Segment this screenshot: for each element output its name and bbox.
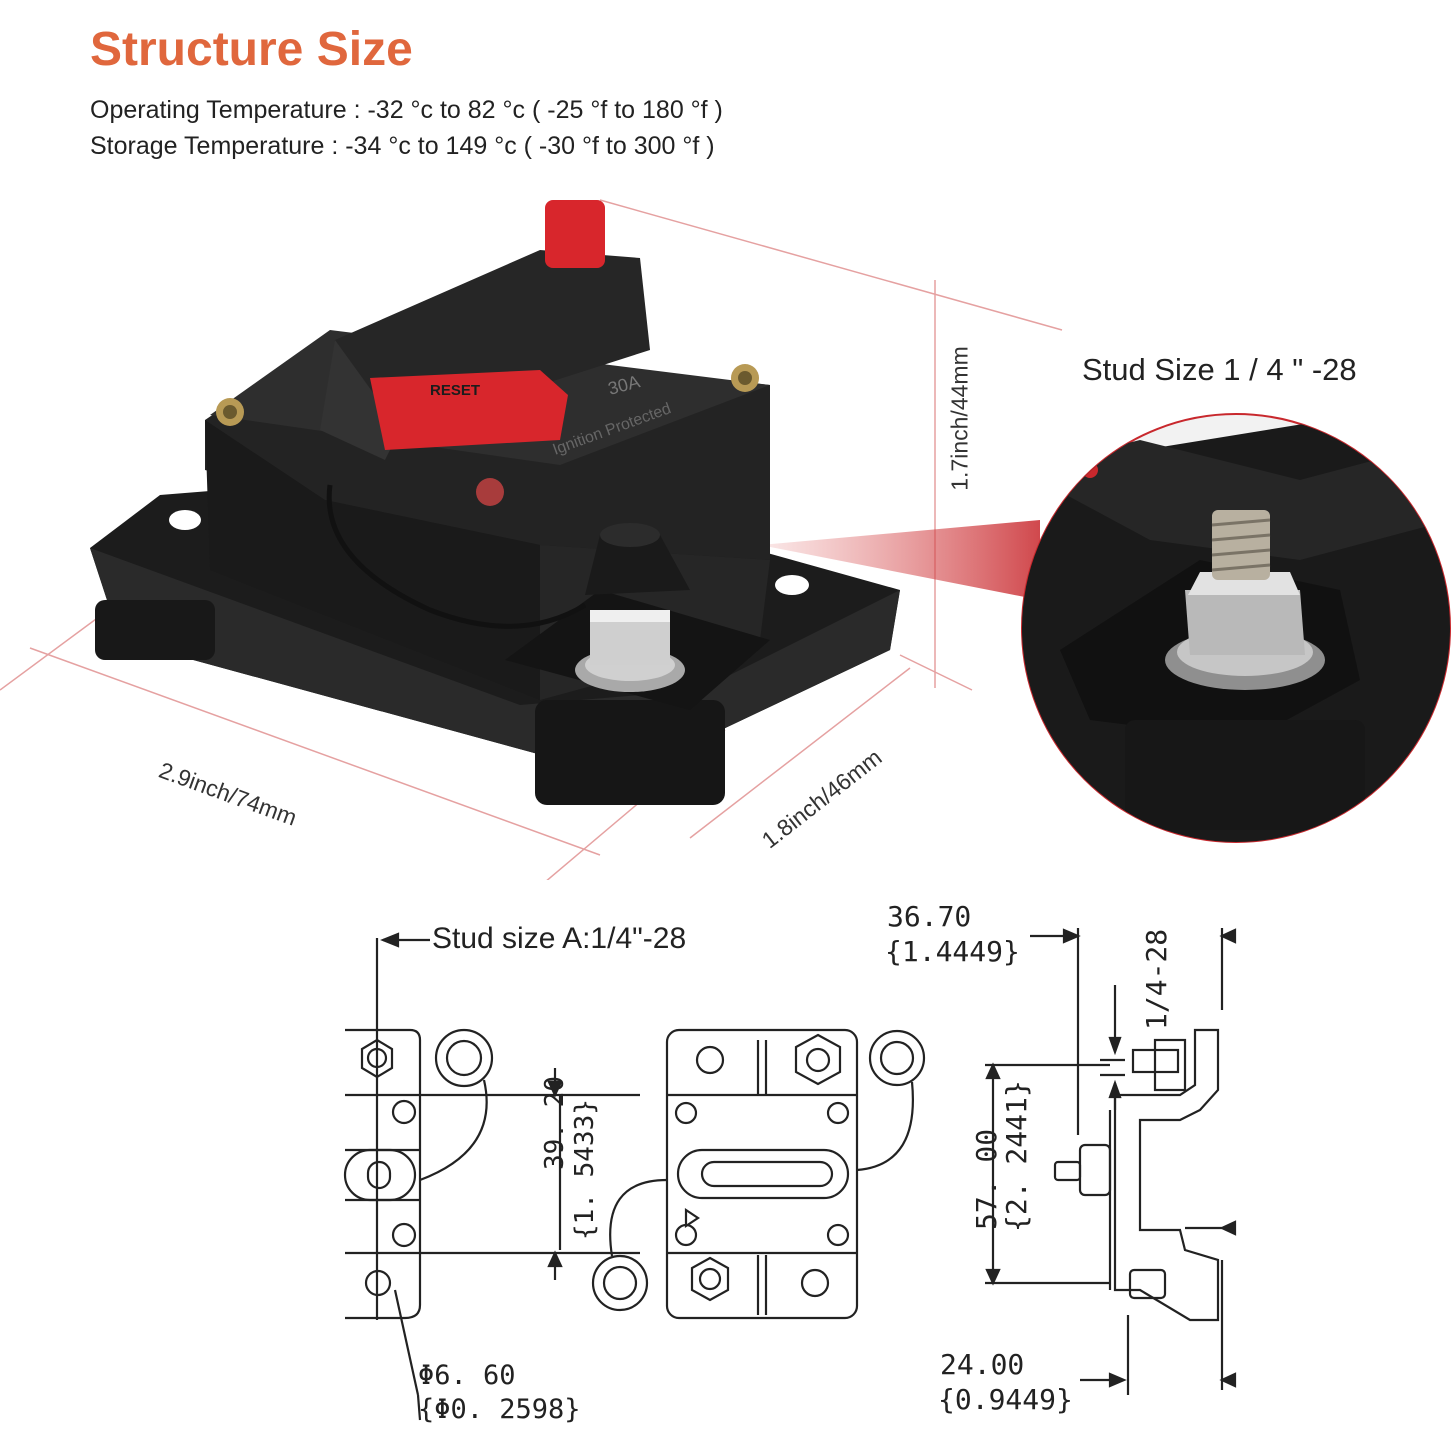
stud-size-label: Stud Size 1 / 4 " -28 (1082, 352, 1357, 387)
width-24-in: {0.9449} (938, 1383, 1073, 1416)
stud-size-note: Stud size A:1/4"-28 (432, 922, 687, 955)
storage-temperature: Storage Temperature : -34 °c to 149 °c (… (90, 132, 715, 160)
width-24-mm: 24.00 (940, 1348, 1025, 1381)
height-dimension: 1.7inch/44mm (946, 346, 973, 491)
breaker-body: RESET 30A Ignition Protected (90, 200, 900, 805)
callout-beam (760, 520, 1040, 600)
depth-36-mm: 36.70 (887, 900, 972, 933)
product-photo: RESET 30A Ignition Protected (0, 199, 1451, 880)
depth-36-in: {1.4449} (885, 935, 1020, 968)
reset-text: RESET (430, 382, 480, 399)
height-57-in: {2. 2441} (1000, 1080, 1033, 1232)
stud-zoom-callout (1021, 413, 1451, 843)
hole-diameter-in: {Φ0. 2598} (418, 1394, 581, 1425)
height-39-mm: 39. 20 (540, 1076, 570, 1170)
drawing-center-view (547, 1028, 926, 1320)
hole-diameter-mm: Φ6. 60 (418, 1360, 516, 1391)
page-title: Structure Size (90, 23, 413, 76)
height-57-mm: 57. 00 (970, 1128, 1003, 1230)
operating-temperature: Operating Temperature : -32 °c to 82 °c … (90, 96, 723, 124)
thread-size: 1/4-28 (1140, 928, 1173, 1030)
height-39-in: {1. 5433} (570, 1099, 600, 1240)
